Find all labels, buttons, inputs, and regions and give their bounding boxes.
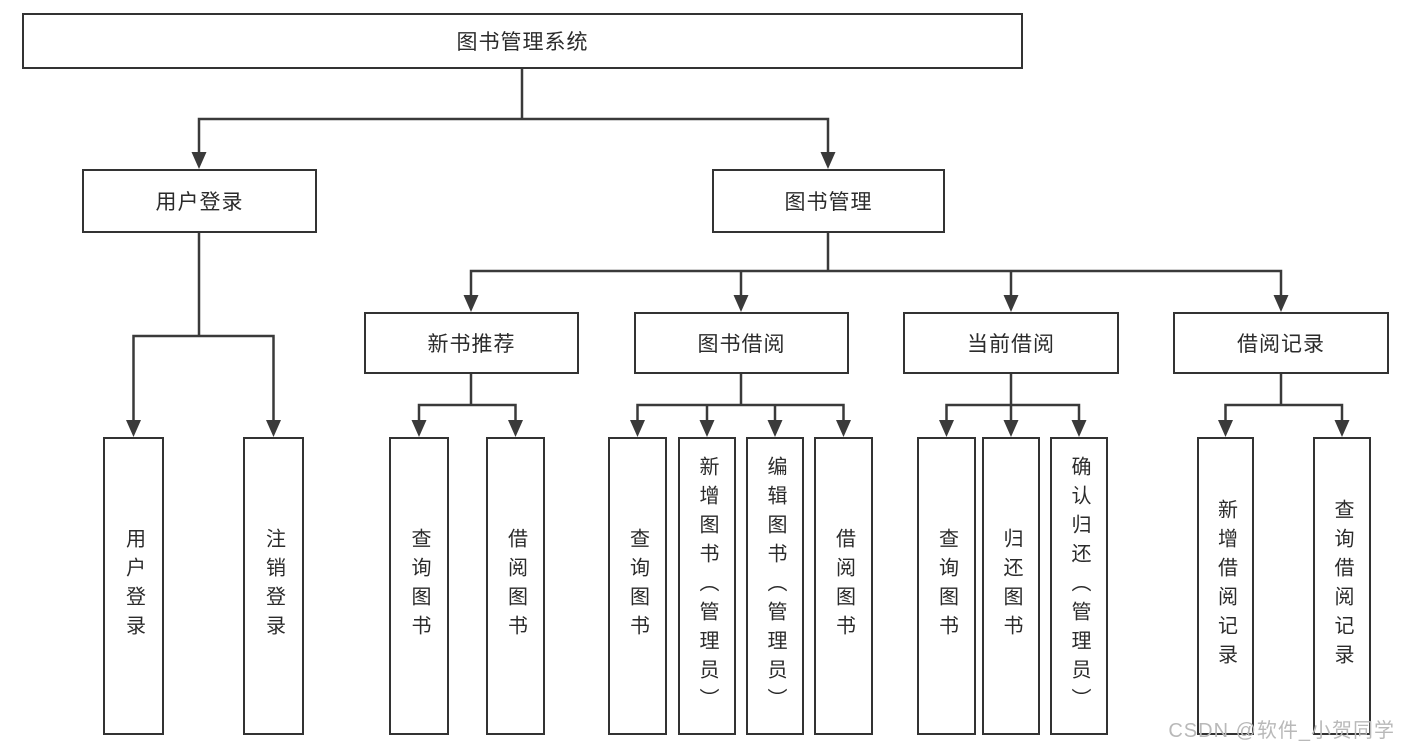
leaf-edit-book-admin: 编辑图书（管理员） [746, 437, 804, 735]
leaf-return-book: 归还图书 [982, 437, 1040, 735]
leaf-query-books-2-label: 查询图书 [626, 528, 649, 644]
leaf-user-login: 用户登录 [103, 437, 164, 735]
leaf-query-books-1-label: 查询图书 [408, 528, 430, 644]
leaf-logout-label: 注销登录 [262, 528, 285, 644]
leaf-logout: 注销登录 [243, 437, 304, 735]
node-root: 图书管理系统 [22, 13, 1023, 69]
leaf-query-borrow-record: 查询借阅记录 [1313, 437, 1371, 735]
watermark-text: CSDN @软件_小贺同学 [1168, 720, 1395, 742]
leaf-add-borrow-record: 新增借阅记录 [1197, 437, 1254, 735]
leaf-query-books-3: 查询图书 [917, 437, 976, 735]
node-borrow-records: 借阅记录 [1173, 312, 1389, 374]
leaf-borrow-books-2-label: 借阅图书 [832, 528, 855, 644]
leaf-add-book-admin-label: 新增图书（管理员） [696, 455, 718, 717]
leaf-borrow-books-1-label: 借阅图书 [504, 528, 527, 644]
node-book-management: 图书管理 [712, 169, 945, 233]
tree-edges [132, 65, 1344, 426]
leaf-query-books-2: 查询图书 [608, 437, 667, 735]
node-user-login: 用户登录 [82, 169, 317, 233]
leaf-borrow-books-2: 借阅图书 [814, 437, 873, 735]
leaf-edit-book-admin-label: 编辑图书（管理员） [764, 455, 786, 717]
leaf-query-borrow-record-label: 查询借阅记录 [1331, 499, 1353, 673]
node-book-borrow: 图书借阅 [634, 312, 849, 374]
node-current-borrow: 当前借阅 [903, 312, 1119, 374]
leaf-confirm-return-admin-label: 确认归还（管理员） [1068, 455, 1090, 717]
leaf-return-book-label: 归还图书 [1000, 528, 1022, 644]
leaf-confirm-return-admin: 确认归还（管理员） [1050, 437, 1108, 735]
leaf-add-book-admin: 新增图书（管理员） [678, 437, 736, 735]
leaf-add-borrow-record-label: 新增借阅记录 [1214, 499, 1237, 673]
leaf-query-books-3-label: 查询图书 [935, 528, 958, 644]
node-new-book-recommend: 新书推荐 [364, 312, 579, 374]
leaf-query-books-1: 查询图书 [389, 437, 449, 735]
leaf-user-login-label: 用户登录 [122, 528, 145, 644]
leaf-borrow-books-1: 借阅图书 [486, 437, 545, 735]
